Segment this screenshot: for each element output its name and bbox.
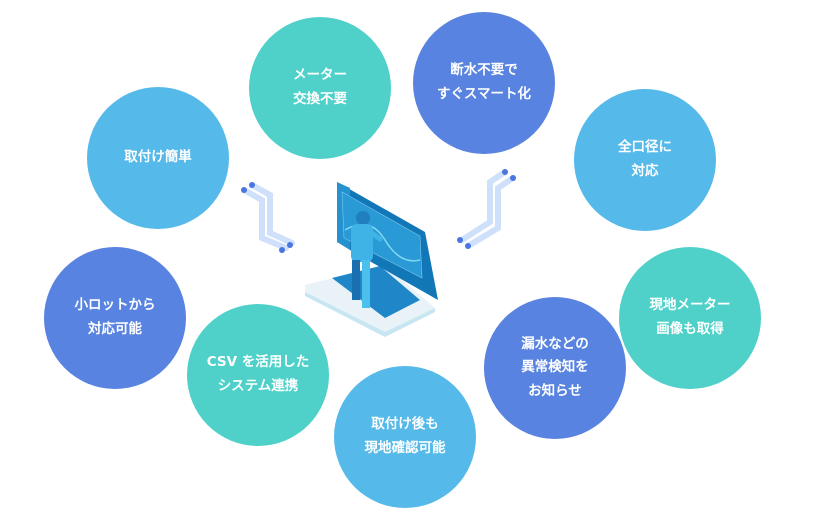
- feature-label: 断水不要で すぐスマート化: [436, 62, 532, 102]
- feature-label: CSV を活用した システム連携: [206, 354, 310, 394]
- feature-onsite-check: 取付け後も 現地確認可能: [334, 366, 476, 508]
- feature-label: 現地メーター 画像も取得: [649, 297, 731, 337]
- person-icon: [351, 211, 384, 308]
- feature-label: メーター 交換不要: [293, 67, 347, 107]
- feature-label: 取付け後も 現地確認可能: [364, 416, 446, 456]
- feature-label: 小ロットから 対応可能: [74, 297, 156, 337]
- feature-label: 取付け簡単: [124, 149, 192, 166]
- feature-meter-replacement: メーター 交換不要: [249, 17, 391, 159]
- laptop-user-illustration: [241, 169, 516, 337]
- feature-label: 漏水などの 異常検知を お知らせ: [521, 335, 589, 399]
- feature-easy-install: 取付け簡単: [87, 87, 229, 229]
- pipe-right-icon: [457, 169, 516, 249]
- feature-label: 全口径に 対応: [618, 139, 672, 179]
- pipe-left-icon: [241, 182, 295, 253]
- feature-onsite-image: 現地メーター 画像も取得: [619, 247, 761, 389]
- feature-small-lot: 小ロットから 対応可能: [44, 247, 186, 389]
- feature-csv-integration: CSV を活用した システム連携: [187, 304, 329, 446]
- feature-all-diameters: 全口径に 対応: [574, 89, 716, 231]
- feature-no-water-cutoff: 断水不要で すぐスマート化: [413, 12, 555, 154]
- feature-leak-alert: 漏水などの 異常検知を お知らせ: [484, 297, 626, 439]
